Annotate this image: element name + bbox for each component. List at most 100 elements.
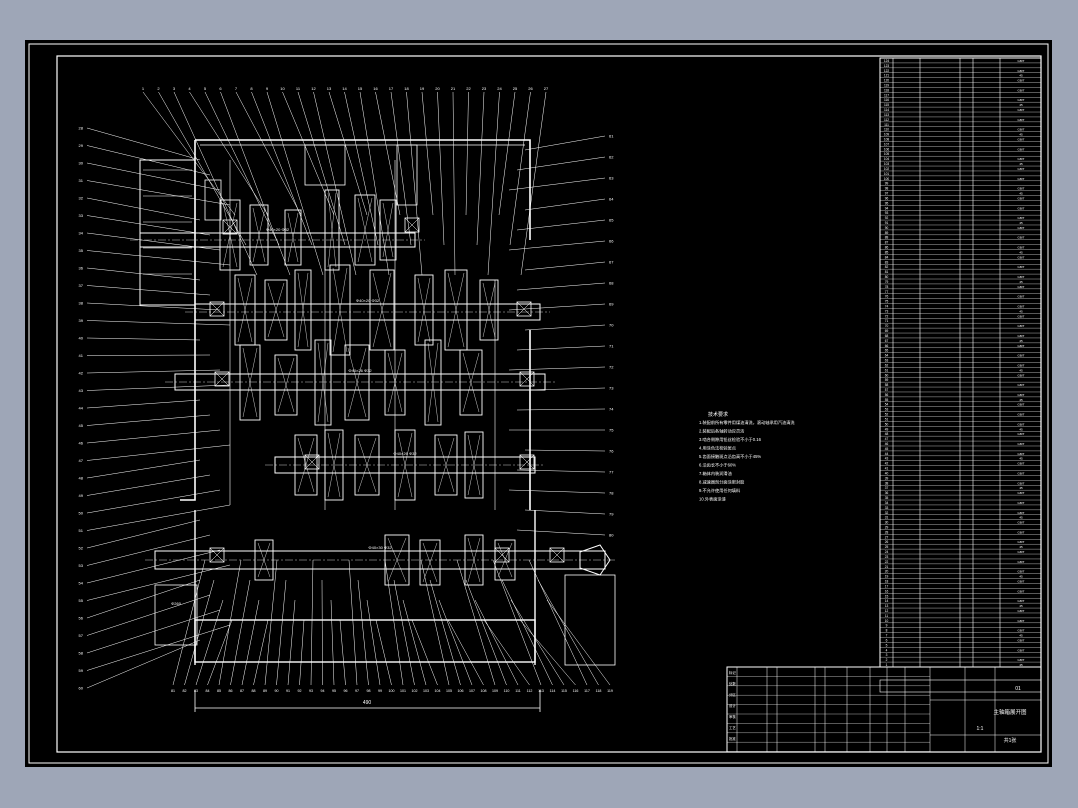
parts-row-code-32: GB/T: [1017, 511, 1024, 515]
part-number-43: 43: [79, 388, 84, 393]
part-number-109: 109: [492, 689, 498, 693]
parts-row-number-109: 109: [884, 133, 890, 137]
part-number-2: 2: [157, 86, 160, 91]
leader-right-71: [516, 345, 606, 351]
part-number-92: 92: [298, 689, 302, 693]
bearing-5: [214, 371, 230, 387]
parts-row-material-121: 45: [1019, 74, 1023, 78]
scale-dimension: 490: [363, 700, 372, 706]
leader-right-73: [524, 387, 606, 391]
bearing-2: [404, 217, 420, 233]
outer-frame: [28, 43, 1049, 764]
parts-row-number-112: 112: [884, 118, 889, 122]
parts-row-number-2: 2: [886, 658, 888, 662]
leader-left-52: [86, 519, 201, 549]
parts-row-number-66: 66: [885, 344, 889, 348]
leader-right-72: [508, 366, 606, 371]
leader-bottom-105: [420, 559, 450, 686]
leader-bottom-96: [339, 619, 346, 686]
parts-row-number-113: 113: [884, 113, 889, 117]
part-number-100: 100: [389, 689, 395, 693]
parts-row-number-35: 35: [885, 496, 889, 500]
parts-row-number-31: 31: [885, 516, 889, 520]
part-number-16: 16: [373, 86, 378, 91]
parts-row-material-55: 45: [1019, 398, 1023, 402]
parts-row-code-114: GB/T: [1017, 108, 1024, 112]
leader-right-64: [524, 198, 606, 211]
gear-28: [254, 539, 274, 581]
gear-5: [354, 194, 376, 266]
parts-row-code-100: GB/T: [1017, 177, 1024, 181]
leader-left-29: [86, 145, 211, 176]
leader-bottom-113: [492, 559, 542, 686]
leader-bottom-93: [310, 559, 314, 686]
leader-bottom-114: [501, 579, 553, 686]
part-number-102: 102: [412, 689, 418, 693]
gear-hatch-b-25: [397, 432, 413, 498]
part-number-99: 99: [378, 689, 382, 693]
parts-row-code-82: GB/T: [1017, 265, 1024, 269]
parts-row-number-47: 47: [885, 437, 889, 441]
part-number-17: 17: [389, 86, 394, 91]
part-number-83: 83: [194, 689, 198, 693]
parts-row-code-122: GB/T: [1017, 69, 1024, 73]
leader-top-3: [173, 91, 258, 276]
leader-right-69: [508, 303, 606, 311]
part-number-84: 84: [206, 689, 210, 693]
part-number-34: 34: [79, 231, 84, 236]
leader-top-24: [487, 91, 500, 276]
clutch-label: Φ260: [171, 601, 182, 606]
gear-hatch-b-7: [237, 277, 253, 343]
parts-row-number-30: 30: [885, 521, 889, 525]
part-number-58: 58: [79, 651, 84, 656]
parts-row-number-18: 18: [885, 580, 889, 584]
leader-right-65: [516, 219, 606, 231]
parts-row-code-78: GB/T: [1017, 285, 1024, 289]
gear-hatch-b-21: [462, 352, 480, 413]
parts-row-material-25: 45: [1019, 545, 1023, 549]
parts-row-code-106: GB/T: [1017, 147, 1024, 151]
gear-2: [249, 204, 269, 266]
leader-top-21: [452, 91, 456, 276]
leader-left-54: [86, 549, 221, 584]
part-number-13: 13: [327, 86, 332, 91]
leader-top-8: [251, 91, 313, 246]
parts-row-number-60: 60: [885, 373, 889, 377]
parts-row-number-50: 50: [885, 422, 889, 426]
leader-bottom-85: [218, 559, 242, 686]
parts-row-number-80: 80: [885, 275, 889, 279]
note-line-3: 3.啮合侧隙用铅丝检验不小于0.16: [699, 436, 762, 443]
part-number-31: 31: [79, 178, 84, 183]
leader-left-43: [86, 384, 231, 391]
parts-row-code-64: GB/T: [1017, 354, 1024, 358]
part-number-28: 28: [79, 126, 84, 131]
gear-3: [284, 209, 302, 266]
parts-row-number-28: 28: [885, 530, 889, 534]
parts-row-code-52: GB/T: [1017, 413, 1024, 417]
parts-row-code-22: GB/T: [1017, 560, 1024, 564]
parts-row-code-74: GB/T: [1017, 304, 1024, 308]
parts-row-number-46: 46: [885, 442, 889, 446]
gear-hatch-b-28: [257, 542, 271, 578]
note-line-4: 4.用涂色法检验斑点: [699, 445, 736, 452]
gear-hatch-b-5: [357, 197, 373, 263]
parts-row-number-40: 40: [885, 471, 889, 475]
leader-bottom-118: [537, 579, 599, 686]
parts-row-code-112: GB/T: [1017, 118, 1024, 122]
leader-bottom-92: [299, 619, 305, 686]
note-line-2: 2.装配后各轴转动应灵活: [699, 428, 744, 435]
parts-row-number-101: 101: [884, 172, 890, 176]
parts-row-number-41: 41: [885, 467, 889, 471]
part-number-56: 56: [79, 616, 84, 621]
parts-row-number-5: 5: [886, 643, 888, 647]
parts-row-number-59: 59: [885, 378, 889, 382]
part-number-15: 15: [358, 86, 363, 91]
parts-row-code-16: GB/T: [1017, 589, 1024, 593]
tb-header-strip: [879, 679, 1042, 693]
gear-hatch-b-10: [332, 267, 348, 353]
leader-left-58: [86, 609, 221, 654]
parts-row-number-118: 118: [884, 88, 889, 92]
leader-bottom-115: [510, 599, 565, 686]
parts-row-code-40: GB/T: [1017, 471, 1024, 475]
leader-top-20: [437, 91, 445, 246]
